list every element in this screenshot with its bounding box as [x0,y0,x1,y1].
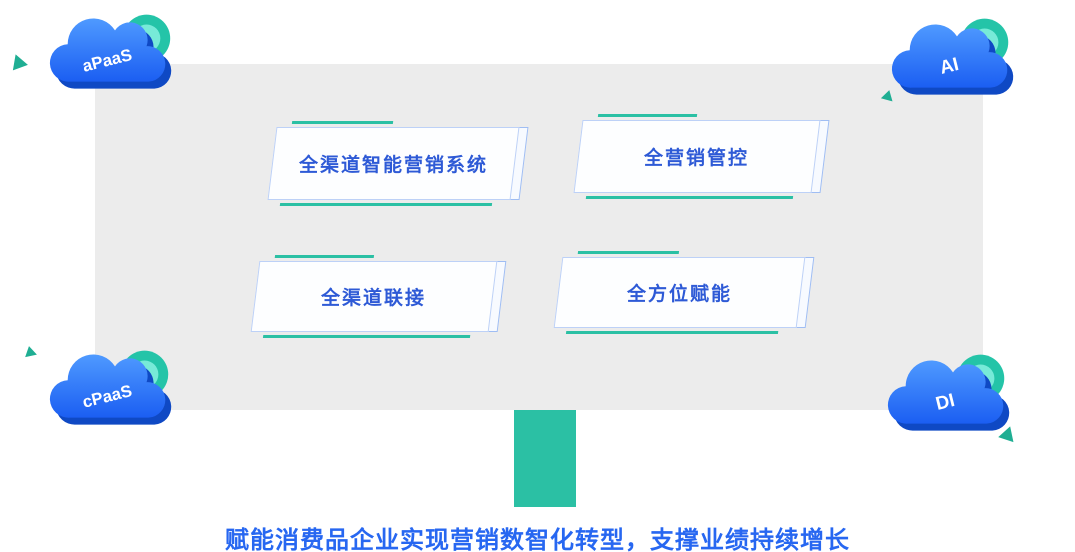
di-cloud-icon: DI [884,342,1022,462]
teal-accent-line [279,203,493,206]
card-label: 全营销管控 [644,148,750,169]
card-body: 全营销管控 [573,114,821,199]
card-omni-channel-connection: 全渠道联接 [250,255,507,338]
teal-accent-line [585,196,794,199]
connector-bar [514,410,576,507]
cloud-label: DI [933,389,956,414]
cloud-label: AI [937,53,960,78]
triangle-accent-icon [8,51,28,71]
teal-accent-line [597,114,698,117]
ai-cloud-icon: AI [888,6,1026,126]
card-omni-channel-marketing-system: 全渠道智能营销系统 [267,121,529,206]
teal-accent-line [274,255,375,258]
card-body: 全渠道智能营销系统 [267,121,520,206]
diagram-caption: 赋能消费品企业实现营销数智化转型，支撑业绩持续增长 [225,527,850,552]
card-label: 全渠道联接 [321,288,427,309]
cpaas-cloud-icon: cPaaS [46,336,184,456]
card-label: 全方位赋能 [626,284,732,305]
card-body: 全渠道联接 [250,255,498,338]
card-all-round-enablement: 全方位赋能 [553,251,815,334]
teal-accent-line [565,331,779,334]
teal-accent-line [577,251,680,254]
card-full-marketing-control: 全营销管控 [573,114,830,199]
central-panel [95,64,983,410]
apaas-cloud-icon: aPaaS [46,0,184,120]
card-label: 全渠道智能营销系统 [298,155,488,176]
triangle-accent-icon [23,344,37,358]
teal-accent-line [262,335,471,338]
teal-accent-line [291,121,394,124]
card-body: 全方位赋能 [553,251,806,334]
